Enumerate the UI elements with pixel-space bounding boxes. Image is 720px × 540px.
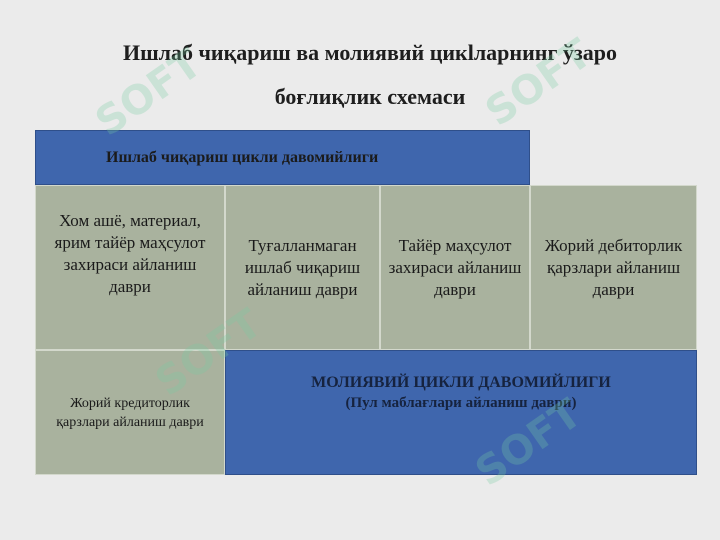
financial-cycle-box: МОЛИЯВИЙ ЦИКЛИ ДАВОМИЙЛИГИ (Пул маблағла… (225, 350, 697, 475)
stage-box-raw-materials: Хом ашё, материал, ярим тайёр маҳсулот з… (35, 185, 225, 350)
payables-box: Жорий кредиторлик қарзлари айланиш даври (35, 350, 225, 475)
stage-box-receivables: Жорий дебиторлик қарзлари айланиш даври (530, 185, 697, 350)
financial-cycle-sublabel: (Пул маблағлари айланиш даври) (345, 395, 577, 411)
stage-box-finished-goods: Тайёр маҳсулот захираси айланиш даври (380, 185, 530, 350)
stage-label-work-in-progress: Туғалланмаган ишлаб чиқариш айланиш давр… (244, 235, 361, 299)
stage-label-raw-materials: Хом ашё, материал, ярим тайёр маҳсулот з… (54, 211, 206, 296)
diagram-title-line-2: боғлиқлик схемаси (274, 84, 466, 109)
production-cycle-label: Ишлаб чиқариш цикли давомийлиги (106, 148, 379, 166)
stage-label-receivables: Жорий дебиторлик қарзлари айланиш даври (544, 235, 683, 299)
stage-box-work-in-progress: Туғалланмаган ишлаб чиқариш айланиш давр… (225, 185, 380, 350)
production-cycle-box: Ишлаб чиқариш цикли давомийлиги (35, 130, 530, 185)
payables-label: Жорий кредиторлик қарзлари айланиш даври (56, 395, 204, 430)
financial-cycle-label: МОЛИЯВИЙ ЦИКЛИ ДАВОМИЙЛИГИ (311, 374, 611, 391)
stage-label-finished-goods: Тайёр маҳсулот захираси айланиш даври (388, 235, 522, 299)
diagram-title-line-1: Ишлаб чиқариш ва молиявий цикlларнинг ўз… (122, 40, 618, 65)
